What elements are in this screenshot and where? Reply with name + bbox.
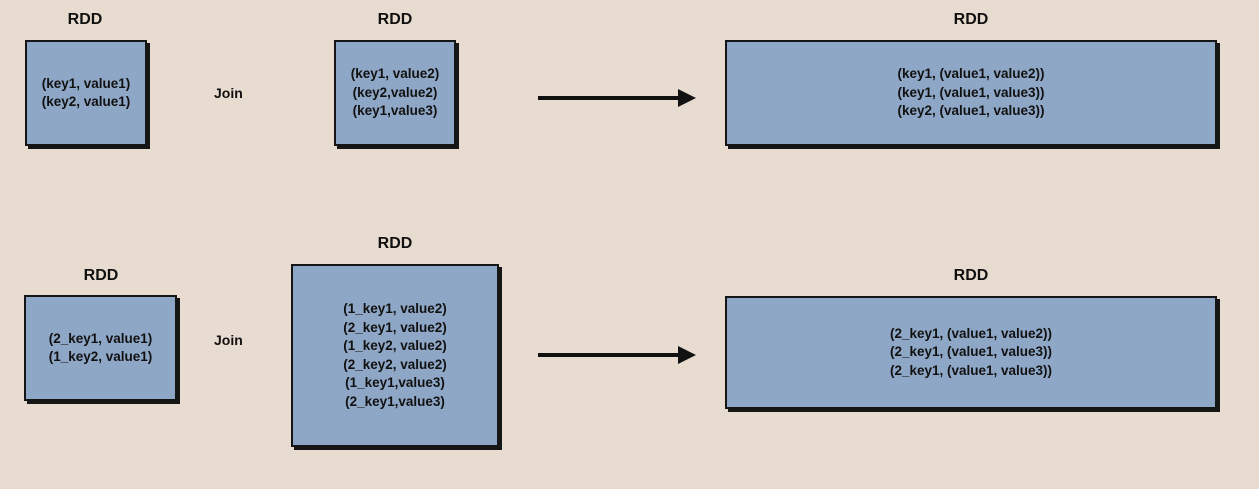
- rdd-label-row2-left: RDD: [83, 267, 119, 284]
- rdd-box-row2-result: (2_key1, (value1, value2)) (2_key1, (val…: [725, 296, 1217, 409]
- joined-pair-row2-3: (2_key1, (value1, value3)): [889, 362, 1053, 378]
- pair-row1-right-1: (key1, value2): [350, 66, 440, 82]
- join-label-row1: Join: [214, 85, 243, 101]
- rdd-box-row2-right: (1_key1, value2) (2_key1, value2) (1_key…: [291, 264, 499, 447]
- rdd-label-row2-right: RDD: [377, 235, 413, 252]
- joined-pair-row2-2: (2_key1, (value1, value3)): [889, 344, 1053, 360]
- rdd-label-row2-result: RDD: [953, 267, 989, 284]
- pair-row1-left-1: (key1, value1): [41, 75, 131, 91]
- pair-row2-right-1: (1_key1, value2): [343, 301, 447, 316]
- rdd-box-row2-left: (2_key1, value1) (1_key2, value1): [24, 295, 177, 401]
- pair-row2-right-3: (1_key2, value2): [343, 338, 447, 353]
- rdd-label-row1-left: RDD: [67, 11, 103, 28]
- pair-row2-right-6: (2_key1,value3): [345, 393, 445, 409]
- right-arrow-icon: [538, 89, 696, 107]
- pair-row1-left-2: (key2, value1): [41, 94, 131, 109]
- pair-row1-right-3: (key1,value3): [352, 103, 438, 119]
- rdd-label-row1-right: RDD: [377, 11, 413, 28]
- joined-pair-row2-1: (2_key1, (value1, value2)): [889, 325, 1053, 341]
- pair-row2-right-2: (2_key1, value2): [343, 319, 447, 335]
- pair-row2-left-1: (2_key1, value1): [48, 330, 153, 346]
- joined-pair-row1-3: (key2, (value1, value3)): [897, 103, 1045, 119]
- pair-row1-right-2: (key2,value2): [352, 84, 438, 100]
- pair-row2-right-4: (2_key2, value2): [343, 356, 447, 372]
- rdd-label-row1-result: RDD: [953, 11, 989, 28]
- rdd-box-row1-left: (key1, value1) (key2, value1): [25, 40, 147, 146]
- pair-row2-right-5: (1_key1,value3): [345, 375, 445, 390]
- right-arrow-icon: [538, 346, 696, 364]
- joined-pair-row1-1: (key1, (value1, value2)): [897, 66, 1045, 82]
- rdd-box-row1-result: (key1, (value1, value2)) (key1, (value1,…: [725, 40, 1217, 146]
- joined-pair-row1-2: (key1, (value1, value3)): [897, 84, 1045, 100]
- pair-row2-left-2: (1_key2, value1): [48, 349, 153, 364]
- join-label-row2: Join: [214, 332, 243, 348]
- rdd-box-row1-right: (key1, value2) (key2,value2) (key1,value…: [334, 40, 456, 146]
